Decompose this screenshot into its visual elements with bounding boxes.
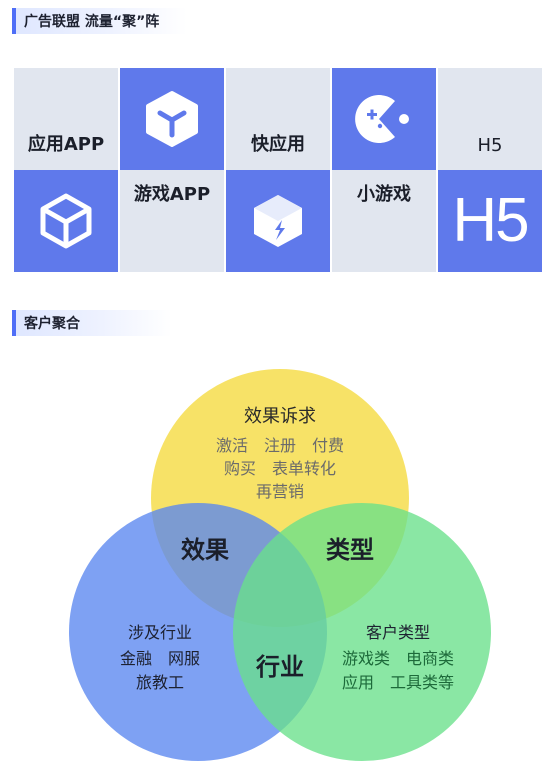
cube-icon (146, 91, 198, 147)
venn-diagram: 效果诉求 激活 注册 付费 购买 表单转化 再营销 涉及行业 金融 网服 旅教工… (69, 369, 491, 761)
venn-overlap-effect: 效果 (181, 536, 229, 564)
venn-right-line: 游戏类 电商类 (342, 649, 454, 668)
venn-right-title: 客户类型 (366, 623, 430, 642)
venn-right-line: 应用 工具类等 (342, 673, 454, 692)
venn-left-line: 旅教工 (136, 673, 184, 692)
section-header-ad-alliance: 广告联盟 流量“聚”阵 (12, 8, 187, 34)
section-title: 客户聚合 (24, 316, 80, 332)
traffic-grid: 应用APP 快应用 H5 游戏APP (14, 68, 544, 272)
venn-overlap-industry: 行业 (255, 653, 304, 681)
pacman-icon (355, 95, 409, 143)
cube-icon (40, 193, 92, 249)
venn-overlap-type: 类型 (326, 536, 374, 564)
grid-cell-h5-icon: H5 (438, 170, 542, 272)
grid-cell-h5-label: H5 (438, 68, 542, 170)
grid-cell-minigame-icon (332, 68, 436, 170)
label-app: 应用APP (27, 134, 105, 155)
section-header-customer-aggregation: 客户聚合 (12, 310, 172, 336)
venn-left-line: 金融 网服 (120, 649, 200, 668)
venn-left-title: 涉及行业 (128, 623, 192, 642)
grid-cell-quickapp-icon (226, 170, 330, 272)
section-title: 广告联盟 流量“聚”阵 (24, 14, 160, 30)
label-minigame: 小游戏 (357, 184, 411, 205)
grid-cell-minigame-label: 小游戏 (332, 170, 436, 272)
label-game-app: 游戏APP (133, 184, 211, 205)
lightning-box-icon (254, 195, 302, 247)
venn-circle-right (233, 503, 491, 761)
label-quickapp: 快应用 (251, 134, 305, 155)
venn-top-line: 购买 表单转化 (224, 459, 336, 478)
grid-cell-game-label: 游戏APP (120, 170, 224, 272)
grid-cell-quickapp-label: 快应用 (226, 68, 330, 170)
grid-cell-game-icon (120, 68, 224, 170)
grid-cell-app-icon (14, 170, 118, 272)
venn-top-title: 效果诉求 (244, 406, 316, 427)
label-h5: H5 (477, 135, 503, 156)
grid-cell-app-label: 应用APP (14, 68, 118, 170)
h5-icon: H5 (452, 186, 529, 255)
venn-top-line: 激活 注册 付费 (216, 436, 344, 455)
venn-top-line: 再营销 (256, 482, 304, 501)
